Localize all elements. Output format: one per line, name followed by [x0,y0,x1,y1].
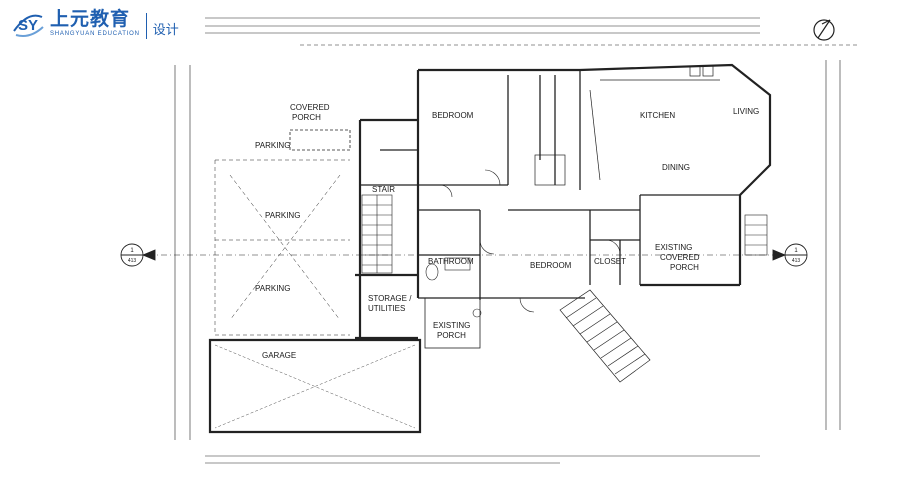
brand-logo: SY 上元教育 SHANGYUAN EDUCATION 设计 [10,9,179,39]
kitchen-fixtures [534,65,720,186]
garage-slab [214,344,416,429]
covered-porch-outline [289,129,481,349]
room-labels: BEDROOM KITCHEN LIVING DINING COVERED PO… [255,103,759,360]
porch-stair [744,214,768,256]
section-marker-right [772,243,808,267]
section-marker-right-sheet: 413 [792,258,801,264]
room-label-parking-2: PARKING [265,211,300,220]
room-label-bedroom-center: BEDROOM [530,261,572,270]
door-swings [439,169,621,313]
exterior-walls [208,63,772,434]
room-label-living: LIVING [733,107,759,116]
parking-outlines [214,159,350,336]
room-label-covered-porch-2: PORCH [292,113,321,122]
section-marker-right-number: 1 [794,248,798,254]
room-label-kitchen: KITCHEN [640,111,675,120]
header-bar: SY 上元教育 SHANGYUAN EDUCATION 设计 [0,0,900,50]
room-label-closet: CLOSET [594,257,626,266]
room-label-garage: GARAGE [262,351,296,360]
brand-mark-text: SY [18,17,38,34]
brand-mark-icon: SY [13,14,44,37]
room-label-existing-porch-1: EXISTING [433,321,470,330]
bath-fixtures [425,257,482,318]
room-label-dining: DINING [662,163,690,172]
room-label-bedroom-north: BEDROOM [432,111,474,120]
room-label-existing-porch-2: PORCH [437,331,466,340]
room-label-covered-porch-1: COVERED [290,103,330,112]
main-stair [361,194,393,274]
room-label-parking-3: PARKING [255,284,290,293]
room-label-existing-covered-porch-2: COVERED [660,253,700,262]
brand-name-en: SHANGYUAN EDUCATION [50,31,140,37]
room-label-existing-covered-porch-1: EXISTING [655,243,692,252]
section-marker-left-number: 1 [130,248,134,254]
room-label-existing-covered-porch-3: PORCH [670,263,699,272]
room-label-storage-1: STORAGE / [368,294,412,303]
section-marker-left-sheet: 413 [128,258,137,264]
room-label-parking-1: PARKING [255,141,290,150]
room-label-storage-2: UTILITIES [368,304,405,313]
exterior-stair [559,289,651,383]
brand-name-cn: 上元教育 [50,8,131,30]
room-label-bathroom: BATHROOM [428,257,474,266]
brand-text: 上元教育 SHANGYUAN EDUCATION [50,9,140,38]
brand-subtitle: 设计 [152,23,179,38]
north-arrow-icon [813,19,835,41]
room-label-stair: STAIR [372,185,395,194]
brand-divider [145,13,147,39]
dimension-lines [135,17,860,464]
section-marker-left [120,243,156,267]
